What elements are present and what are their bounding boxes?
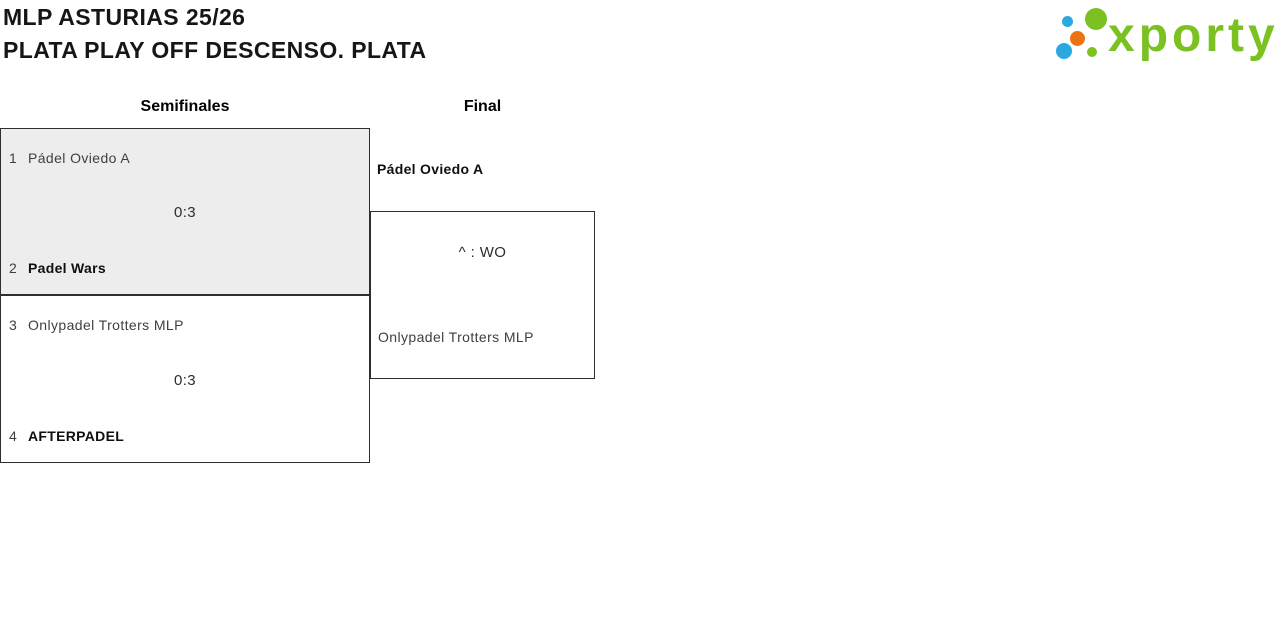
logo-dot-blue-small-icon <box>1062 16 1073 27</box>
match-final[interactable]: ^ : WO Onlypadel Trotters MLP <box>370 211 595 379</box>
xporty-logo[interactable]: xporty <box>1050 0 1280 70</box>
match-score: ^ : WO <box>458 244 507 261</box>
match-score: 0:3 <box>173 371 197 389</box>
team-row: 2 Padel Wars <box>1 257 369 279</box>
team-row: 4 AFTERPADEL <box>1 425 369 447</box>
logo-dot-green-small-icon <box>1087 47 1097 57</box>
match-semifinal-2[interactable]: 3 Onlypadel Trotters MLP 0:3 4 AFTERPADE… <box>0 295 370 463</box>
xporty-logo-text: xporty <box>1108 9 1279 62</box>
team-row: 3 Onlypadel Trotters MLP <box>1 314 369 336</box>
team-name-winner: AFTERPADEL <box>28 428 125 444</box>
logo-dot-green-large-icon <box>1085 8 1107 30</box>
tournament-name: MLP ASTURIAS 25/26 <box>3 4 246 30</box>
team-name: Onlypadel Trotters MLP <box>378 329 534 345</box>
round-header-final: Final <box>463 98 502 115</box>
team-name: Onlypadel Trotters MLP <box>28 317 184 333</box>
match-score: 0:3 <box>173 204 197 221</box>
logo-dot-orange-icon <box>1070 31 1085 46</box>
round-header-semifinales: Semifinales <box>140 98 230 115</box>
team-seed: 4 <box>9 428 18 444</box>
logo-dot-blue-medium-icon <box>1056 43 1072 59</box>
team-name-winner: Padel Wars <box>28 260 106 276</box>
match-semifinal-1[interactable]: 1 Pádel Oviedo A 0:3 2 Padel Wars <box>0 128 370 295</box>
page-title: MLP ASTURIAS 25/26 PLATA PLAY OFF DESCEN… <box>3 1 426 67</box>
team-name: Pádel Oviedo A <box>28 150 131 166</box>
final-team-name-winner: Pádel Oviedo A <box>377 161 484 177</box>
team-seed: 1 <box>9 150 18 166</box>
team-seed: 3 <box>9 317 18 333</box>
team-row: 1 Pádel Oviedo A <box>1 147 369 169</box>
team-seed: 2 <box>9 260 18 276</box>
competition-name: PLATA PLAY OFF DESCENSO. PLATA <box>3 37 427 63</box>
